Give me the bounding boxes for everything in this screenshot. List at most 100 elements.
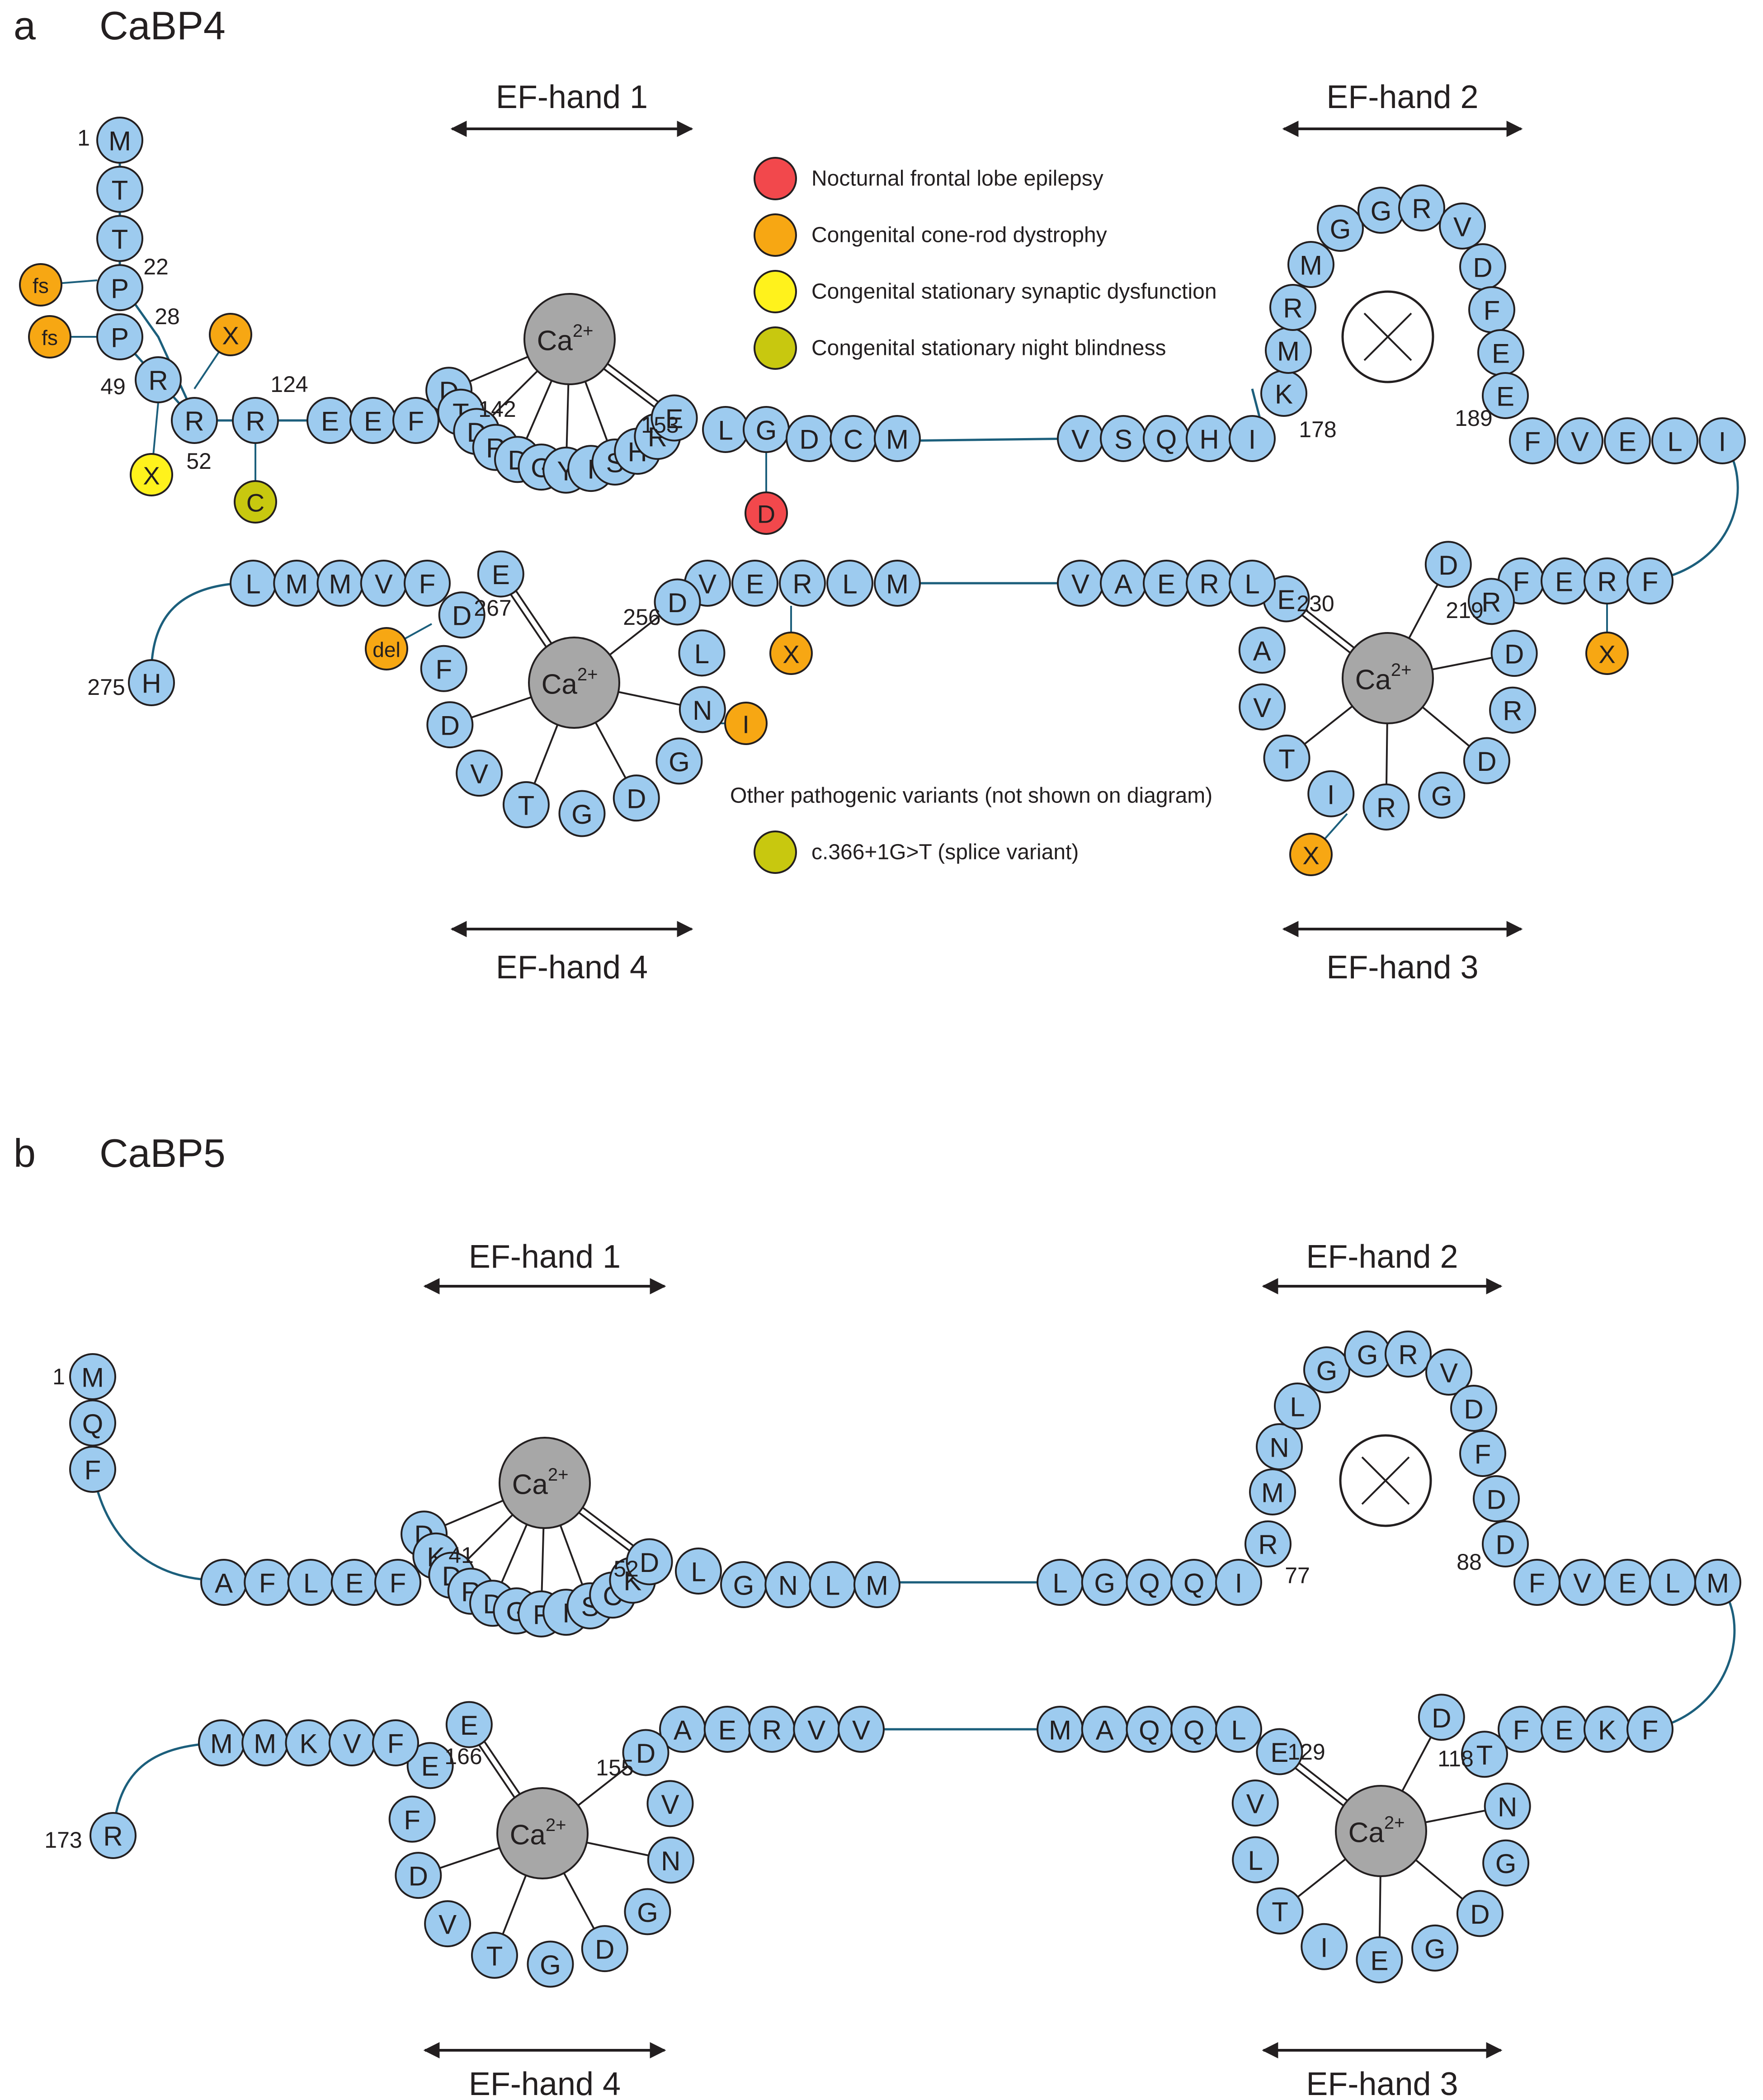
residue-letter: I — [1719, 427, 1726, 457]
residue: A — [200, 1559, 247, 1606]
residue: E — [1256, 1728, 1303, 1775]
position-label: 88 — [1457, 1549, 1482, 1575]
residue-letter: E — [460, 1710, 478, 1741]
residue-letter: I — [1320, 1932, 1328, 1963]
residue-letter: M — [329, 569, 352, 599]
residue-letter: F — [1642, 1715, 1659, 1746]
residue: R — [171, 397, 218, 444]
residue-letter: M — [1277, 336, 1300, 367]
residue: E — [1482, 372, 1529, 419]
legend-item: Congenital stationary synaptic dysfuncti… — [754, 270, 1217, 313]
residue-letter: M — [886, 569, 909, 599]
residue: G — [1418, 771, 1466, 819]
position-label: 77 — [1285, 1563, 1310, 1588]
calcium-ion: Ca2+ — [496, 1787, 589, 1879]
residue-letter: D — [1438, 550, 1458, 580]
calcium-ion: Ca2+ — [528, 637, 620, 729]
residue-letter: G — [756, 415, 777, 446]
residue-letter: M — [108, 126, 131, 156]
residue-letter: R — [1258, 1530, 1277, 1560]
residue: D — [654, 578, 701, 626]
residue: R — [1244, 1520, 1292, 1567]
residue-letter: D — [452, 601, 471, 631]
residue-letter: D — [668, 588, 687, 618]
residue-letter: P — [111, 274, 129, 304]
variant-label: del — [372, 638, 400, 661]
residue-letter: A — [1253, 636, 1271, 666]
residue: M — [874, 415, 921, 462]
residue-letter: D — [1495, 1530, 1515, 1560]
residue: V — [360, 560, 407, 607]
residue-letter: M — [1261, 1478, 1284, 1508]
position-label: 166 — [444, 1744, 482, 1769]
residue: V — [1239, 683, 1286, 731]
residue-letter: A — [1114, 569, 1132, 599]
residue-letter: T — [112, 224, 128, 255]
residue-letter: D — [409, 1861, 428, 1892]
residue-letter: H — [141, 669, 161, 699]
residue-letter: G — [733, 1571, 754, 1601]
residue: D — [1490, 630, 1538, 677]
residue-letter: G — [1357, 1340, 1378, 1370]
residue-letter: V — [1573, 1568, 1591, 1599]
residue: F — [420, 645, 467, 692]
position-label: 155 — [596, 1755, 633, 1780]
residue-letter: F — [1529, 1568, 1546, 1599]
residue-letter: F — [1642, 567, 1659, 597]
residue: R — [748, 1706, 796, 1753]
residue: N — [1484, 1783, 1531, 1830]
residue: G — [1317, 205, 1364, 252]
residue: F — [1468, 286, 1515, 333]
residue: L — [1037, 1559, 1084, 1606]
variant-label: I — [742, 710, 750, 739]
residue: F — [392, 397, 439, 444]
ef-hand-label: EF-hand 1 — [496, 79, 648, 115]
inactive-site-icon — [1341, 290, 1434, 383]
residue-letter: D — [595, 1935, 614, 1965]
ef-hand-label: EF-hand 3 — [1306, 2066, 1458, 2100]
residue: D — [1463, 737, 1510, 784]
residue-letter: T — [1278, 744, 1295, 774]
residue-letter: A — [215, 1568, 233, 1599]
residue: R — [1467, 578, 1515, 625]
residue: L — [678, 629, 726, 677]
residue: D — [1450, 1385, 1497, 1432]
residue-letter: K — [1598, 1715, 1616, 1746]
residue: L — [1649, 1559, 1696, 1606]
residue-letter: D — [1432, 1703, 1451, 1733]
residue: G — [1344, 1331, 1391, 1378]
residue-letter: E — [718, 1715, 736, 1746]
variant-marker: del — [365, 627, 408, 670]
residue: R — [1584, 557, 1631, 604]
residue: E — [1604, 1559, 1651, 1606]
residue: K — [1584, 1706, 1631, 1753]
residue-letter: L — [303, 1568, 318, 1599]
residue: F — [1626, 1706, 1673, 1753]
residue-letter: E — [321, 406, 339, 437]
residue-letter: T — [518, 790, 535, 821]
residue: T — [96, 165, 143, 213]
residue: A — [659, 1706, 706, 1753]
residue: K — [285, 1719, 332, 1766]
residue-letter: D — [1486, 1485, 1506, 1515]
residue-letter: V — [807, 1715, 825, 1746]
residue-letter: R — [1398, 1340, 1418, 1370]
variant-marker: I — [724, 702, 768, 745]
position-label: 256 — [623, 604, 660, 630]
variant-label: fs — [33, 274, 49, 297]
calcium-label: Ca2+ — [537, 321, 594, 357]
residue-letter: M — [1300, 250, 1322, 281]
residue: E — [1143, 560, 1190, 607]
residue: M — [241, 1719, 289, 1766]
residue: M — [1694, 1559, 1741, 1606]
residue: D — [1482, 1520, 1529, 1567]
position-label: 49 — [100, 374, 126, 399]
variant-marker: X — [209, 313, 252, 356]
residue: G — [624, 1888, 671, 1935]
residue: L — [826, 560, 873, 607]
residue: R — [1269, 284, 1316, 331]
residue: E — [330, 1559, 378, 1606]
residue-letter: V — [438, 1910, 457, 1940]
residue: G — [1482, 1839, 1530, 1887]
residue: I — [1699, 417, 1746, 464]
